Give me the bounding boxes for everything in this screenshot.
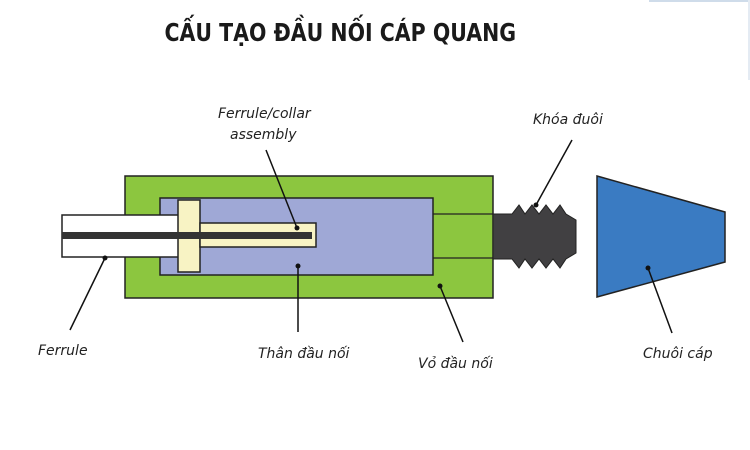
boot-leader — [535, 139, 573, 206]
label-body: Thân đầu nối — [258, 345, 350, 362]
boot-dot — [533, 202, 539, 208]
housing-dot — [437, 283, 443, 289]
body-dot — [295, 263, 301, 269]
label-collar-line2: assembly — [230, 127, 297, 143]
top-edge-line — [649, 0, 750, 2]
ferrule-dot — [102, 255, 108, 261]
cable-dot — [645, 265, 651, 271]
housing-leader — [439, 285, 464, 343]
label-housing: Vỏ đầu nối — [418, 355, 493, 372]
collar-dot — [294, 225, 300, 231]
collar-leader — [265, 149, 298, 229]
label-cable: Chuôi cáp — [643, 346, 713, 362]
cable-leader — [647, 267, 673, 334]
diagram-title: CẤU TẠO ĐẦU NỐI CÁP QUANG — [164, 18, 517, 47]
ferrule-leader — [69, 257, 106, 331]
label-collar-line1: Ferrule/collar — [218, 106, 312, 122]
strain-relief-boot — [492, 204, 577, 269]
label-ferrule: Ferrule — [38, 343, 88, 359]
cable-handle — [596, 175, 726, 298]
label-boot: Khóa đuôi — [533, 112, 603, 128]
optical-fiber — [62, 232, 312, 239]
right-edge-line — [748, 0, 750, 80]
